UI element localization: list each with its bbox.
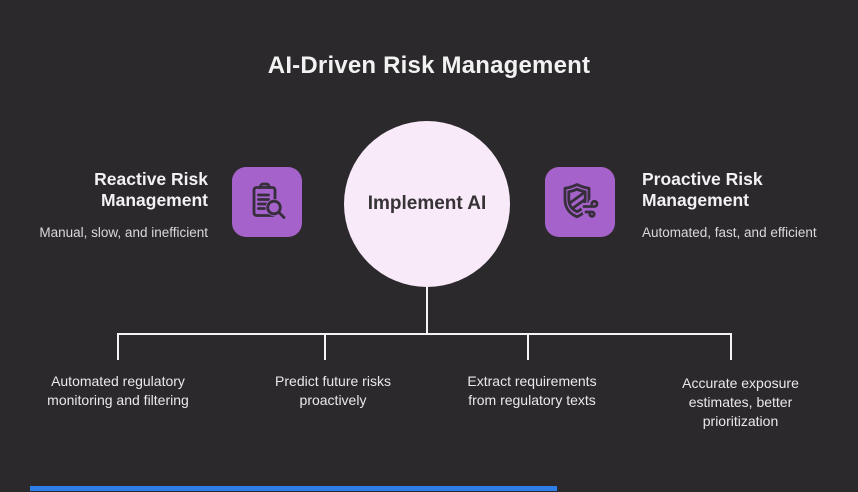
page-title: AI-Driven Risk Management (267, 52, 591, 79)
video-progress-bar[interactable] (30, 486, 557, 491)
connector-stem (426, 287, 428, 334)
proactive-risk-block: Proactive Risk Management Automated, fas… (642, 169, 820, 242)
branch-label-1: Automated regulatory monitoring and filt… (47, 373, 189, 408)
branch-label-2: Predict future risks proactively (275, 373, 391, 408)
reactive-risk-block: Reactive Risk Management Manual, slow, a… (28, 169, 208, 242)
shield-wind-icon (545, 167, 615, 237)
reactive-risk-description: Manual, slow, and inefficient (39, 225, 208, 240)
implement-ai-node: Implement AI (344, 121, 510, 287)
reactive-risk-heading: Reactive Risk Management (94, 169, 208, 210)
clipboard-search-icon (232, 167, 302, 237)
branch-tick-1 (117, 333, 119, 360)
branch-label-3: Extract requirements from regulatory tex… (467, 373, 597, 408)
branch-tick-2 (324, 333, 326, 360)
proactive-risk-heading: Proactive Risk Management (642, 169, 763, 210)
connector-horizontal (117, 333, 732, 335)
branch-tick-4 (730, 333, 732, 360)
branch-label-4: Accurate exposure estimates, better prio… (682, 375, 799, 429)
branch-tick-3 (527, 333, 529, 360)
proactive-risk-description: Automated, fast, and efficient (642, 225, 817, 240)
implement-ai-label: Implement AI (367, 193, 487, 214)
